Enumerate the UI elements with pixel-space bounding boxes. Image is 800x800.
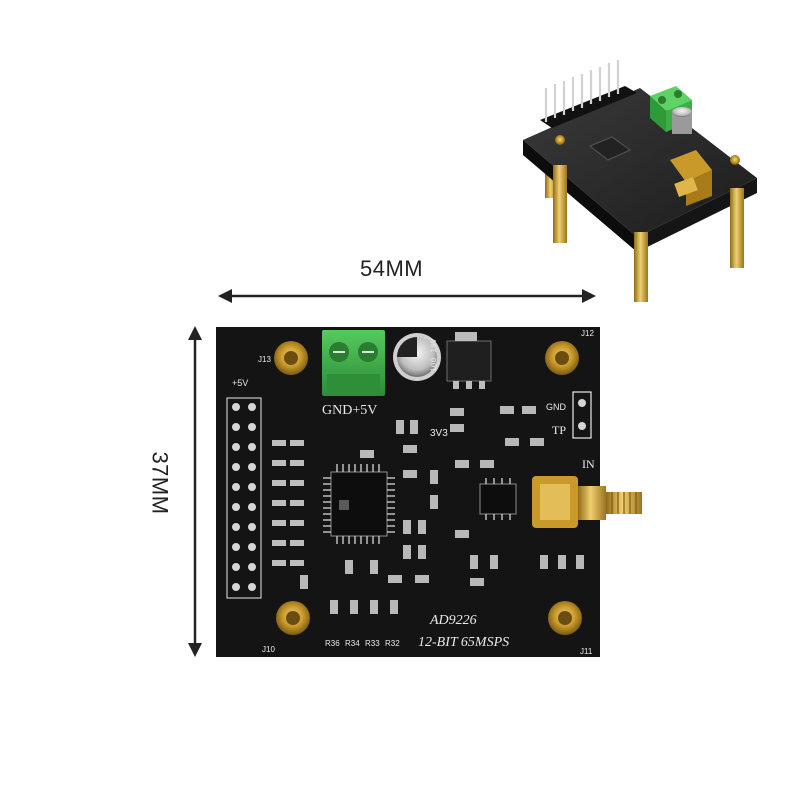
width-dimension-arrow bbox=[218, 289, 596, 303]
resistor-label-r33: R33 bbox=[365, 639, 380, 648]
smd-components bbox=[300, 406, 584, 589]
mount-hole-top-right bbox=[545, 341, 579, 375]
mount-label-j11: J11 bbox=[580, 647, 593, 656]
spec-label: 12-BIT 65MSPS bbox=[418, 635, 509, 650]
pin-header-left bbox=[226, 397, 262, 599]
supply-label: 3V3 bbox=[430, 428, 448, 439]
resistor-array-left bbox=[272, 440, 304, 566]
mount-label-j12: J12 bbox=[581, 329, 594, 338]
capacitor-label: 100 16V bbox=[430, 338, 439, 372]
mount-hole-top-left bbox=[274, 341, 308, 375]
resistor-label-r34: R34 bbox=[345, 639, 360, 648]
power-label: GND+5V bbox=[322, 403, 377, 418]
standoff bbox=[553, 165, 567, 243]
pin-header bbox=[540, 60, 637, 128]
standoff bbox=[634, 232, 648, 302]
resistor-row-bottom bbox=[330, 600, 398, 614]
mount-hole-bottom-right bbox=[548, 601, 582, 635]
opamp-chip bbox=[479, 478, 517, 520]
width-dimension-label: 54MM bbox=[360, 256, 424, 281]
voltage-regulator bbox=[446, 332, 492, 389]
test-point-header bbox=[572, 391, 592, 439]
tp-label: TP bbox=[552, 423, 566, 437]
resistor-label-r36: R36 bbox=[325, 639, 340, 648]
pcb-board: J13 J12 J10 J11 GND+5V 100 16V bbox=[216, 327, 642, 657]
adc-chip bbox=[323, 464, 395, 544]
height-dimension-arrow bbox=[188, 326, 202, 657]
standoff bbox=[730, 188, 744, 268]
module-3d-photo bbox=[523, 60, 757, 302]
mount-label-j13: J13 bbox=[258, 355, 271, 364]
sma-connector bbox=[532, 476, 642, 528]
plus5v-label: +5V bbox=[232, 378, 248, 388]
electrolytic-capacitor bbox=[393, 333, 441, 381]
gnd-label: GND bbox=[546, 402, 567, 412]
mount-label-j10: J10 bbox=[262, 645, 275, 654]
sma-connector-3d bbox=[670, 150, 712, 206]
chip-name-label: AD9226 bbox=[429, 613, 477, 628]
chip-3d bbox=[589, 136, 631, 161]
sma-input-label: IN bbox=[582, 457, 595, 471]
mount-hole-bottom-left bbox=[276, 601, 310, 635]
capacitor-3d bbox=[672, 107, 692, 134]
resistor-label-r32: R32 bbox=[385, 639, 400, 648]
terminal-block bbox=[322, 330, 385, 396]
